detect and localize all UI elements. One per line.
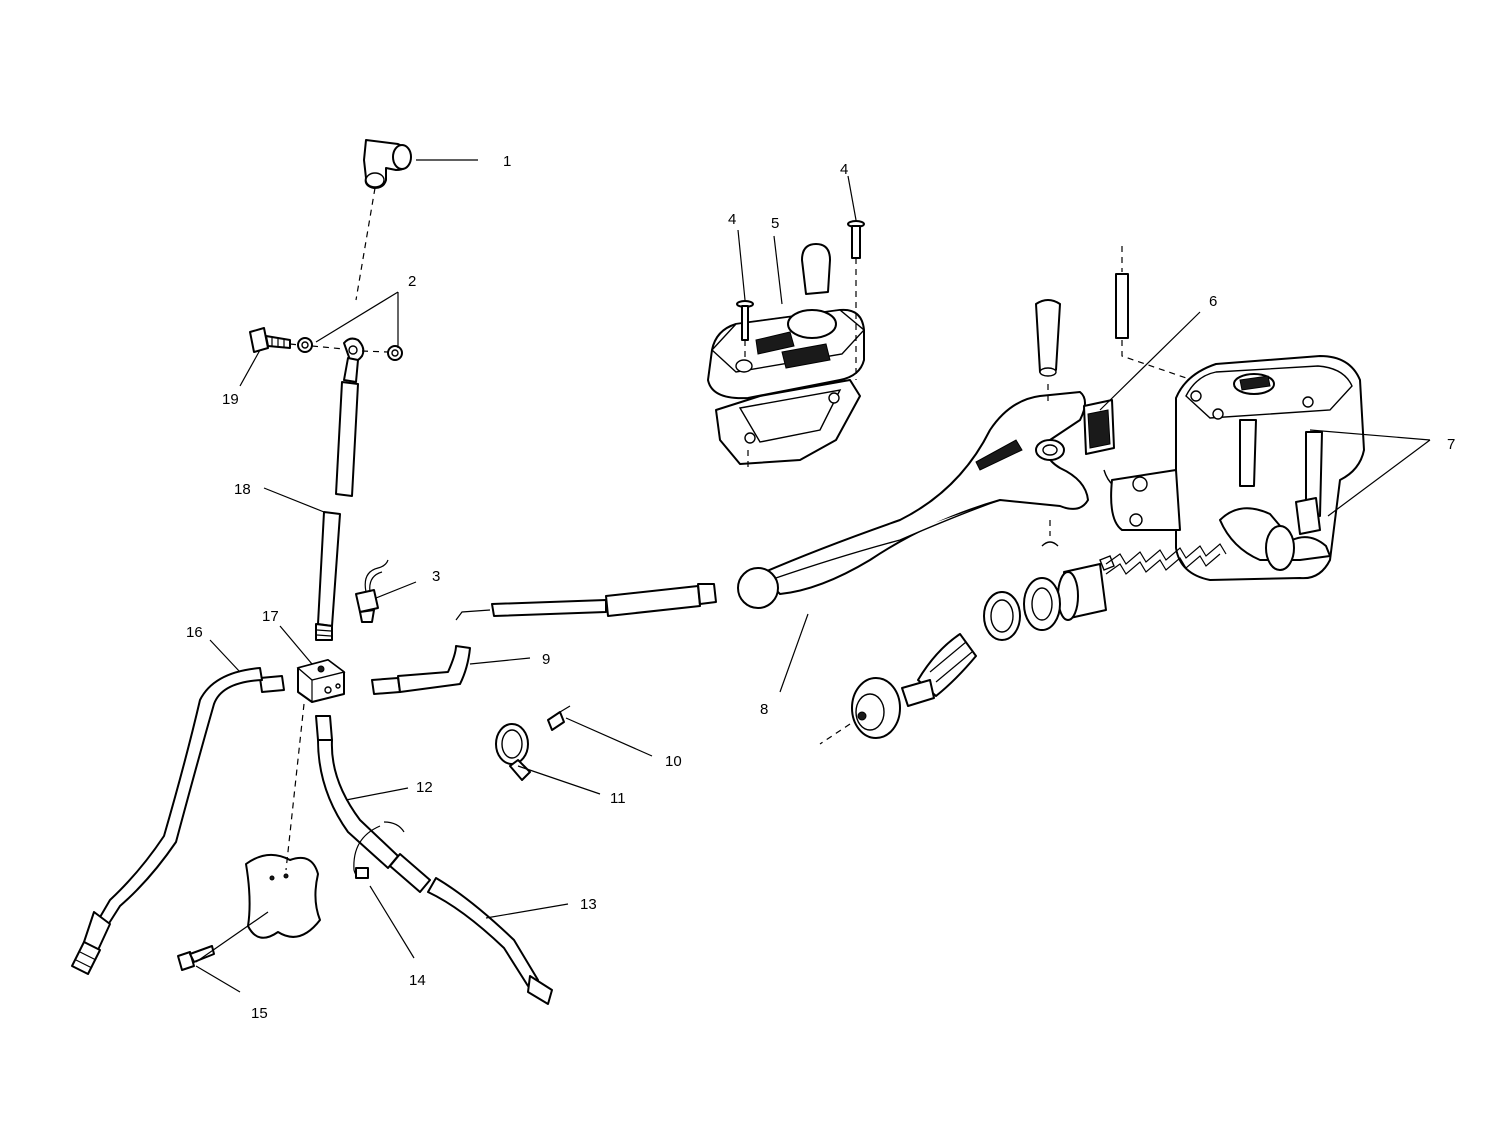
part-15-screw-and-bracket — [177, 853, 321, 971]
callout-6: 6 — [1209, 293, 1217, 310]
callout-18: 18 — [234, 481, 251, 498]
part-16-hose — [71, 667, 285, 975]
callouts: 1 2 3 4 4 5 6 7 8 9 10 11 12 13 14 15 16… — [186, 153, 1455, 1022]
callout-8: 8 — [760, 701, 768, 718]
callout-14: 14 — [409, 972, 426, 989]
callout-9: 9 — [542, 651, 550, 668]
part-3-brake-switch — [355, 559, 389, 623]
part-13-hose — [389, 853, 553, 1005]
part-18-hose — [315, 381, 359, 641]
part-10-screw — [547, 705, 571, 731]
part-7-clamp-bolts — [1295, 497, 1321, 535]
callout-1: 1 — [503, 153, 511, 170]
part-1-tee-fitting — [363, 139, 412, 189]
part-2-washers — [297, 337, 403, 383]
leader-lines — [195, 159, 1431, 993]
callout-16: 16 — [186, 624, 203, 641]
part-5-reservoir-cover — [707, 243, 866, 465]
callout-2: 2 — [408, 273, 416, 290]
callout-5: 5 — [771, 215, 779, 232]
master-cylinder-body — [1110, 355, 1365, 581]
callout-19: 19 — [222, 391, 239, 408]
callout-4-right: 4 — [840, 161, 848, 178]
callout-10: 10 — [665, 753, 682, 770]
callout-7: 7 — [1447, 436, 1455, 453]
part-6-pivot-assembly — [1035, 273, 1131, 493]
part-9-hose — [371, 583, 717, 695]
callout-15: 15 — [251, 1005, 268, 1022]
part-19-banjo-bolt — [249, 327, 291, 353]
piston-assembly — [851, 543, 1227, 739]
part-4-screws — [736, 220, 865, 341]
part-8-brake-lever — [737, 391, 1089, 609]
callout-12: 12 — [416, 779, 433, 796]
part-14-hose-clamp — [353, 821, 405, 879]
callout-11: 11 — [610, 790, 626, 807]
callout-13: 13 — [580, 896, 597, 913]
callout-3: 3 — [432, 568, 440, 585]
part-17-distribution-block — [296, 659, 346, 703]
callout-4-left: 4 — [728, 211, 736, 228]
part-11-clamp — [495, 723, 531, 781]
callout-17: 17 — [262, 608, 279, 625]
